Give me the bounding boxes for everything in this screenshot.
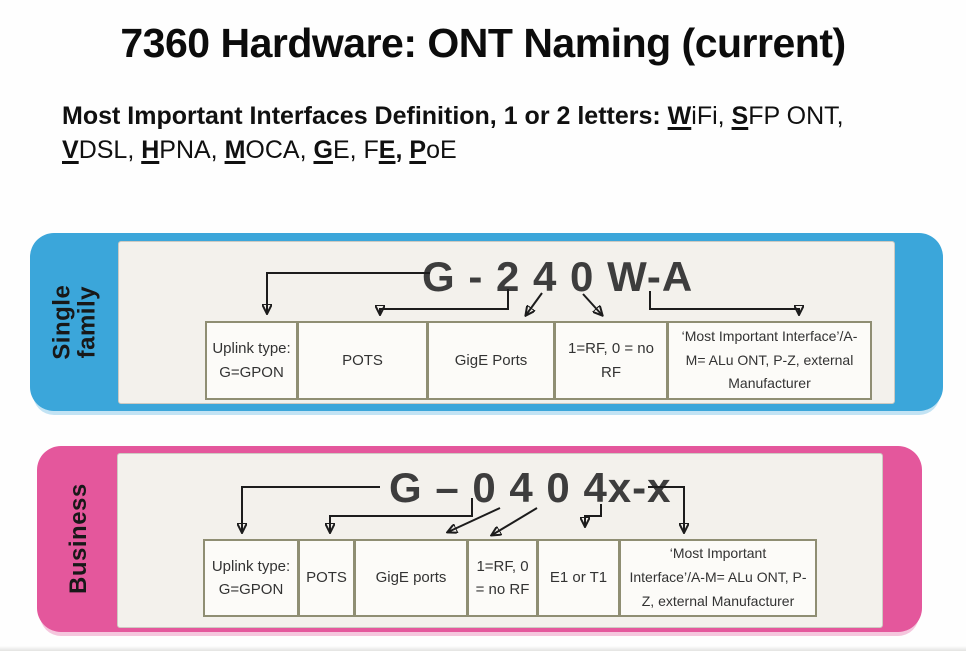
box-most-important-interface: ‘Most Important Interface’/A- M= ALu ONT… bbox=[667, 321, 872, 400]
box-rf: 1=RF, 0 = no RF bbox=[467, 539, 538, 617]
band-business-label: Business bbox=[37, 446, 119, 632]
band-single-family-label: Single family bbox=[30, 233, 120, 411]
box-rf: 1=RF, 0 = no RF bbox=[554, 321, 668, 400]
interfaces-definition-text: Most Important Interfaces Definition, 1 … bbox=[62, 102, 844, 164]
box-gige-ports: GigE ports bbox=[354, 539, 468, 617]
box-gige-ports: GigE Ports bbox=[427, 321, 555, 400]
ont-code-single-family: G - 2 4 0 W-A bbox=[422, 253, 694, 300]
box-e1-t1: E1 or T1 bbox=[537, 539, 620, 617]
box-uplink-type: Uplink type: G=GPON bbox=[205, 321, 298, 400]
box-pots: POTS bbox=[298, 539, 355, 617]
page-title: 7360 Hardware: ONT Naming (current) bbox=[120, 20, 846, 66]
band-business-label-text: Business bbox=[64, 483, 92, 595]
band-single-family-label-text: Single family bbox=[48, 284, 101, 360]
box-most-important-interface: ‘Most Important Interface’/A-M= ALu ONT,… bbox=[619, 539, 817, 617]
ont-code-business: G – 0 4 0 4x-x bbox=[389, 464, 672, 511]
box-pots: POTS bbox=[297, 321, 428, 400]
box-uplink-type: Uplink type: G=GPON bbox=[203, 539, 299, 617]
band-single-family: Single family G - 2 4 0 W-A Uplink type:… bbox=[30, 233, 943, 411]
band-business: Business G – 0 4 0 4x-x Uplink type: G=G… bbox=[37, 446, 922, 632]
